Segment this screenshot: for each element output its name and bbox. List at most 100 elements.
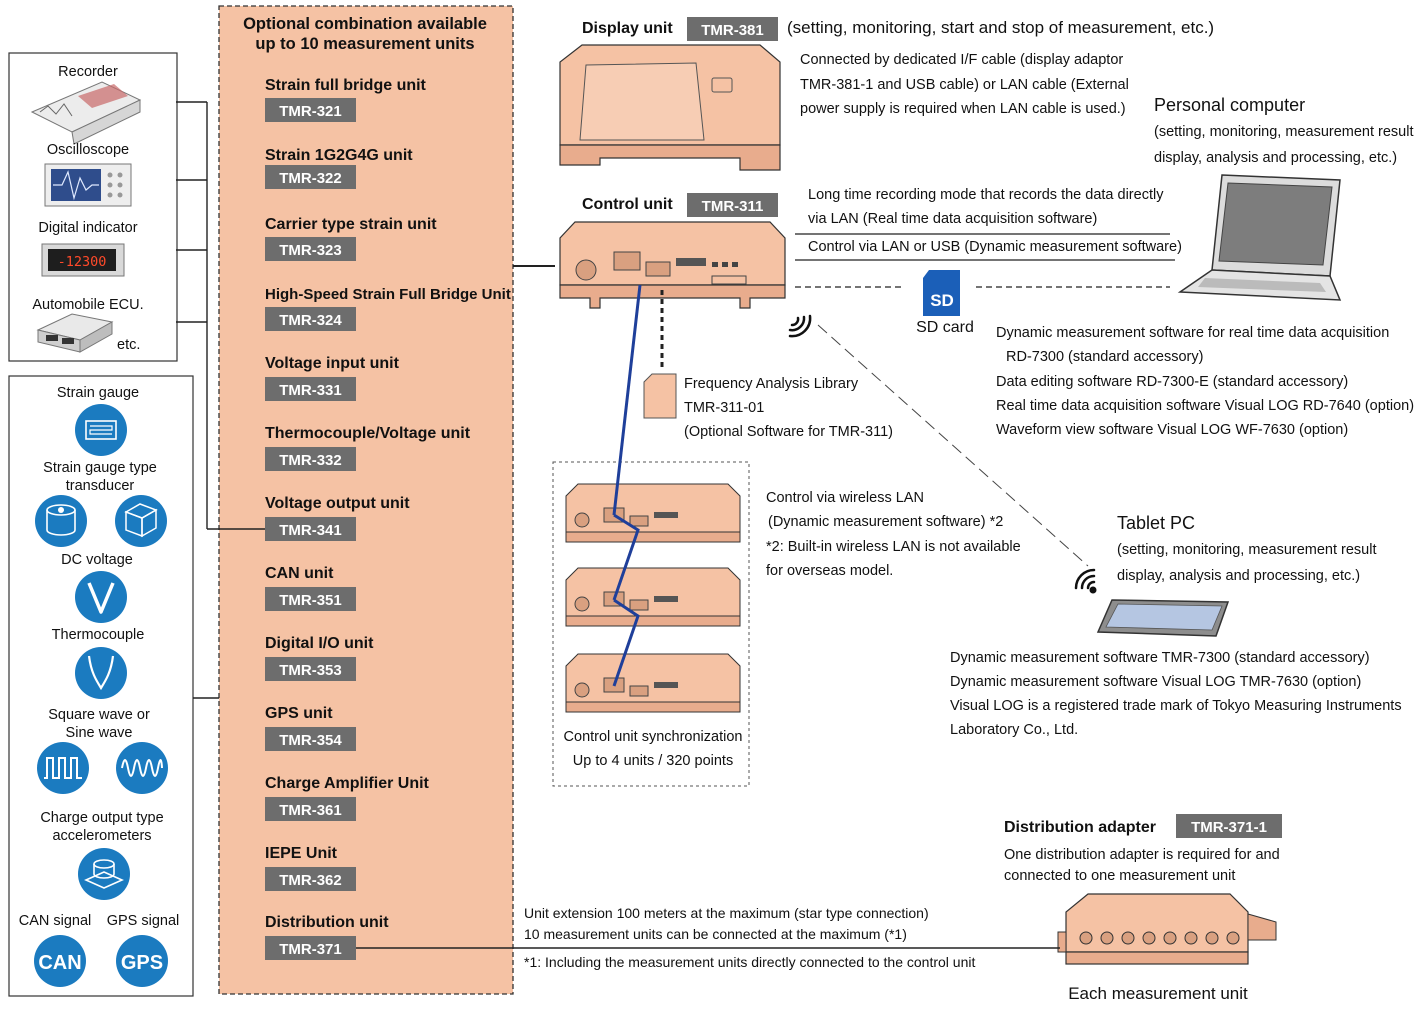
control-unit-tag	[687, 193, 778, 217]
each-measurement-unit-label: Each measurement unit	[1068, 984, 1248, 1003]
wireless-note-line: *2: Built-in wireless LAN is not availab…	[766, 539, 1021, 555]
tablet-software-line: Visual LOG is a registered trade mark of…	[950, 698, 1402, 714]
tablet-text: Tablet PC (setting, monitoring, measurem…	[1117, 513, 1377, 584]
unit-model-tag	[265, 98, 356, 122]
pc-software-line: Waveform view software Visual LOG WF-763…	[996, 422, 1348, 438]
digital-indicator-label: Digital indicator	[38, 220, 137, 236]
unit-model: TMR-351	[279, 592, 342, 609]
display-note-line: Connected by dedicated I/F cable (displa…	[800, 52, 1123, 68]
unit-extension: Unit extension 100 meters at the maximum…	[356, 905, 1060, 970]
oscilloscope-label: Oscilloscope	[47, 142, 129, 158]
unit-model: TMR-361	[279, 802, 342, 819]
laptop-icon	[1177, 174, 1342, 301]
distribution-adapter-tag	[1176, 814, 1282, 838]
ecu-label: Automobile ECU.	[32, 297, 143, 313]
display-unit-header: Display unit TMR-381 (setting, monitorin…	[582, 17, 1214, 41]
unit-name: IEPE Unit	[265, 845, 338, 862]
frequency-library: Frequency Analysis Library TMR-311-01 (O…	[643, 290, 893, 440]
lan-note-line: Control via LAN or USB (Dynamic measurem…	[808, 239, 1182, 255]
sync-control-unit	[565, 483, 741, 543]
unit-model-tag	[265, 867, 356, 891]
tablet-wifi-dot	[1089, 586, 1097, 594]
oscilloscope-icon	[44, 163, 132, 207]
combination-title-line2: up to 10 measurement units	[255, 35, 474, 53]
distribution-adapter-device	[1057, 893, 1277, 965]
unit-name: Strain 1G2G4G unit	[265, 147, 413, 164]
transducer-label-line2: transducer	[66, 478, 135, 494]
pc-software-line: Dynamic measurement software for real ti…	[996, 325, 1389, 341]
tablet-software-list: Dynamic measurement software TMR-7300 (s…	[950, 650, 1402, 738]
gps-icon: GPS	[116, 935, 168, 987]
unit-model: TMR-353	[279, 662, 342, 679]
personal-computer-text: Personal computer (setting, monitoring, …	[1154, 95, 1414, 166]
display-unit-purpose: (setting, monitoring, start and stop of …	[787, 18, 1214, 37]
sync-control-unit	[565, 653, 741, 713]
display-note-line: TMR-381-1 and USB cable) or LAN cable (E…	[800, 77, 1129, 93]
distribution-adapter-model: TMR-371-1	[1191, 819, 1267, 836]
unit-model: TMR-371	[279, 941, 342, 958]
charge-label-line2: accelerometers	[52, 828, 151, 844]
can-icon-text: CAN	[38, 952, 81, 974]
combination-title-line1: Optional combination available	[243, 15, 487, 33]
unit-model-tag	[265, 936, 356, 960]
strain-gauge-label: Strain gauge	[57, 385, 139, 401]
unit-model-tag	[265, 307, 356, 331]
wifi-signal-icon	[788, 314, 812, 338]
tablet-desc-line: (setting, monitoring, measurement result	[1117, 542, 1377, 558]
charge-label-line1: Charge output type	[40, 810, 163, 826]
pc-desc-line: display, analysis and processing, etc.)	[1154, 150, 1397, 166]
unit-model-tag	[265, 657, 356, 681]
unit-name: Voltage output unit	[265, 495, 410, 512]
sd-card-icon-text: SD	[930, 291, 954, 310]
ecu-icon	[36, 313, 114, 353]
pc-software-list: Dynamic measurement software for real ti…	[996, 325, 1414, 438]
pc-software-line: Real time data acquisition software Visu…	[996, 398, 1414, 414]
can-icon: CAN	[34, 935, 86, 987]
display-unit-note: Connected by dedicated I/F cable (displa…	[800, 52, 1129, 117]
unit-model-tag	[265, 587, 356, 611]
pc-software-line: Data editing software RD-7300-E (standar…	[996, 374, 1348, 390]
freq-library-line: Frequency Analysis Library	[684, 376, 859, 392]
gps-icon-text: GPS	[121, 952, 163, 974]
unit-model: TMR-322	[279, 170, 342, 187]
display-unit-label: Display unit	[582, 20, 673, 37]
thermocouple-label: Thermocouple	[52, 627, 145, 643]
dc-voltage-label: DC voltage	[61, 552, 133, 568]
tablet-desc-line: display, analysis and processing, etc.)	[1117, 568, 1360, 584]
lan-note-line: via LAN (Real time data acquisition soft…	[808, 211, 1097, 227]
strain-gauge-icon	[75, 404, 127, 456]
unit-model-tag	[265, 517, 356, 541]
distribution-adapter-label: Distribution adapter	[1004, 819, 1156, 836]
unit-name: GPS unit	[265, 705, 333, 722]
thermocouple-icon	[75, 647, 127, 699]
control-unit-device	[559, 221, 786, 309]
extension-note-line: Unit extension 100 meters at the maximum…	[524, 905, 929, 921]
wireless-note-line: for overseas model.	[766, 563, 893, 579]
unit-model: TMR-324	[279, 312, 342, 329]
wireless-link: Control via wireless LAN (Dynamic measur…	[766, 314, 1089, 579]
voltage-icon	[75, 571, 127, 623]
distribution-adapter-note-line: connected to one measurement unit	[1004, 868, 1235, 884]
pc-software-line: RD-7300 (standard accessory)	[1006, 349, 1203, 365]
etc-label: etc.	[117, 337, 140, 353]
unit-name: Thermocouple/Voltage unit	[265, 425, 471, 442]
freq-library-line: TMR-311-01	[684, 400, 764, 416]
wave-label-line1: Square wave or	[48, 707, 150, 723]
extension-note-line: *1: Including the measurement units dire…	[524, 954, 975, 970]
wireless-note-line: (Dynamic measurement software) *2	[768, 514, 1003, 530]
indicator-readout: -12300	[58, 254, 107, 270]
tablet-wifi-icon	[1074, 568, 1096, 590]
square-wave-icon	[37, 742, 89, 794]
software-card-icon	[643, 373, 677, 419]
gps-signal-label: GPS signal	[107, 913, 180, 929]
unit-name: Charge Amplifier Unit	[265, 775, 430, 792]
unit-name: Voltage input unit	[265, 355, 400, 372]
recorder-label: Recorder	[58, 64, 118, 80]
unit-name: CAN unit	[265, 565, 334, 582]
unit-model-tag	[265, 447, 356, 471]
lan-connections: Long time recording mode that records th…	[795, 187, 1182, 261]
lan-note-line: Long time recording mode that records th…	[808, 187, 1164, 203]
unit-model-tag	[265, 165, 356, 189]
tablet-software-line: Dynamic measurement software Visual LOG …	[950, 674, 1361, 690]
